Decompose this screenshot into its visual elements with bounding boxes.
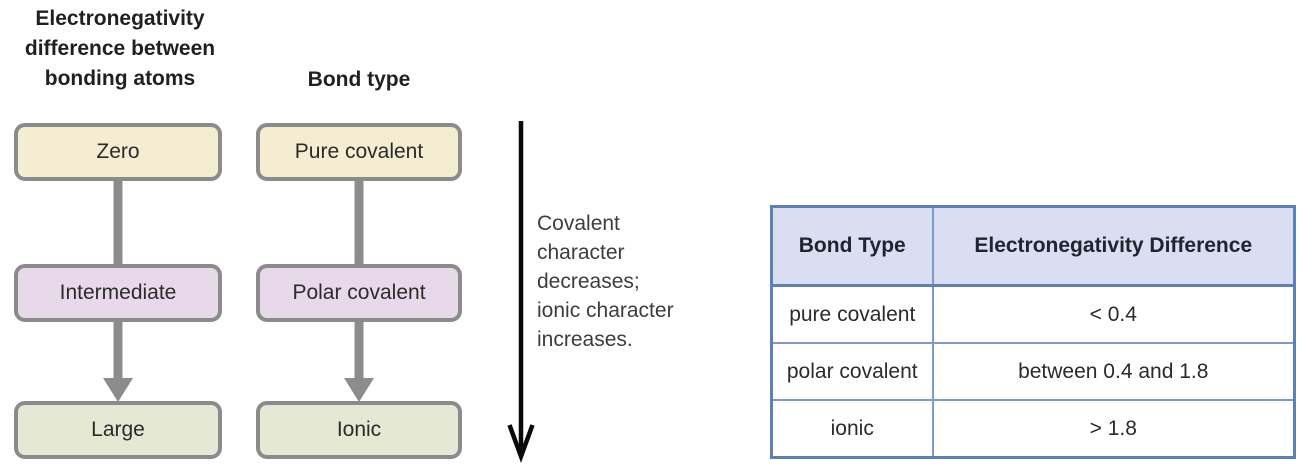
table-row: polar covalent between 0.4 and 1.8 (770, 342, 1296, 401)
table-header-row: Bond Type Electronegativity Difference (770, 205, 1296, 287)
table-cell-bond-type: ionic (770, 399, 934, 459)
table-cell-en-difference: between 0.4 and 1.8 (931, 342, 1296, 401)
box-ionic: Ionic (256, 401, 462, 459)
table-row: ionic > 1.8 (770, 399, 1296, 459)
table-cell-bond-type: pure covalent (770, 284, 934, 344)
box-large: Large (14, 401, 222, 459)
table-cell-bond-type: polar covalent (770, 342, 934, 401)
down-arrowhead-icon (344, 378, 374, 402)
trend-down-arrow-icon (507, 424, 535, 464)
electronegativity-difference-header: Electronegativity difference between bon… (24, 7, 216, 90)
table-header-bond-type: Bond Type (770, 205, 934, 287)
table-row: pure covalent < 0.4 (770, 284, 1296, 344)
trend-caption: Covalent character decreases; ionic char… (537, 212, 674, 351)
table-cell-en-difference: > 1.8 (931, 399, 1296, 459)
box-polar-covalent: Polar covalent (256, 264, 462, 322)
table-header-electronegativity-difference: Electronegativity Difference (931, 205, 1296, 287)
box-intermediate: Intermediate (14, 264, 222, 322)
bond-table: Bond Type Electronegativity Difference p… (770, 205, 1296, 459)
bond-table-container: Bond Type Electronegativity Difference p… (770, 205, 1296, 459)
table-cell-en-difference: < 0.4 (931, 284, 1296, 344)
down-arrowhead-icon (103, 378, 133, 402)
box-zero: Zero (14, 123, 222, 181)
box-pure-covalent: Pure covalent (256, 123, 462, 181)
bond-type-header: Bond type (307, 68, 411, 91)
